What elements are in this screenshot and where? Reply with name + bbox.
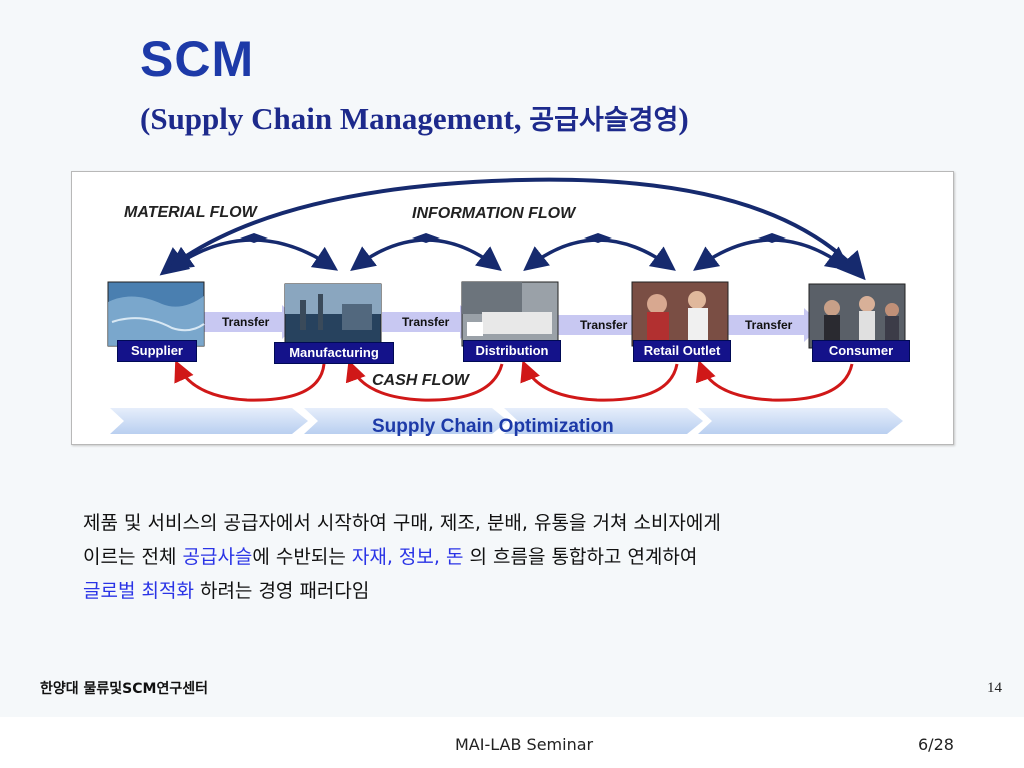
distribution-photo (461, 281, 559, 347)
supply-chain-diagram: MATERIAL FLOW INFORMATION FLOW CASH FLOW… (71, 171, 954, 445)
subtitle-english: (Supply Chain Management, (140, 101, 530, 136)
description-line-1: 제품 및 서비스의 공급자에서 시작하여 구매, 제조, 분배, 유통을 거쳐 … (83, 512, 721, 534)
node-retail-outlet: Retail Outlet (633, 340, 731, 362)
transfer-arrow-1 (202, 305, 300, 339)
description-text-span: 의 흐름을 통합하고 연계하여 (463, 546, 698, 568)
optimization-band-3 (504, 408, 703, 434)
retail-outlet-photo (631, 281, 729, 347)
info-arrowheads-3 (584, 233, 612, 243)
node-consumer: Consumer (812, 340, 910, 362)
info-arrowheads-2 (412, 233, 440, 243)
description-text: 제품 및 서비스의 공급자에서 시작하여 구매, 제조, 분배, 유통을 거쳐 … (83, 506, 983, 608)
manufacturing-photo (284, 283, 382, 349)
footer-organization: 한양대 물류및SCM연구센터 (40, 681, 208, 697)
optimization-band-2 (304, 408, 508, 434)
optimization-label: Supply Chain Optimization (372, 416, 614, 437)
node-manufacturing: Manufacturing (274, 342, 394, 364)
highlight-supply-chain: 공급사슬 (182, 546, 253, 568)
cash-arrow-4 (695, 360, 854, 402)
footer-page-number: 14 (987, 680, 1002, 696)
slide-counter: 6/28 (918, 735, 954, 754)
subtitle-close: ) (678, 101, 689, 136)
cash-flow-label: CASH FLOW (372, 372, 469, 389)
transfer-label-4: Transfer (745, 318, 793, 332)
optimization-band-4 (698, 408, 903, 434)
cash-arrow-1 (174, 360, 326, 402)
node-distribution: Distribution (463, 340, 561, 362)
slide: SCM (Supply Chain Management, 공급사슬경영) (40, 31, 1002, 697)
transfer-label-3: Transfer (580, 318, 628, 332)
transfer-arrow-2 (382, 305, 478, 339)
cash-arrow-3 (520, 360, 679, 402)
transfer-label-2: Transfer (402, 315, 450, 329)
description-text-span: 에 수반되는 (252, 546, 352, 568)
slide-subtitle: (Supply Chain Management, 공급사슬경영) (140, 98, 689, 137)
optimization-band-1 (110, 408, 308, 434)
transfer-label-1: Transfer (222, 315, 270, 329)
information-flow-label: INFORMATION FLOW (412, 205, 576, 222)
highlight-material-info-money: 자재, 정보, 돈 (351, 546, 464, 568)
description-text-span: 이르는 전체 (83, 546, 183, 568)
transfer-arrow-3 (557, 308, 655, 342)
description-line-2: 이르는 전체 공급사슬에 수반되는 자재, 정보, 돈 의 흐름을 통합하고 연… (83, 540, 983, 574)
supplier-photo (107, 281, 205, 347)
info-arrowheads-4 (758, 233, 786, 243)
transfer-arrow-4 (727, 308, 822, 342)
cash-arrow-2 (345, 360, 504, 402)
info-arrowheads-1 (240, 233, 268, 243)
consumer-photo (808, 283, 906, 349)
slide-title: SCM (140, 31, 255, 87)
info-arrow-1 (167, 238, 339, 271)
description-text-span: 하려는 경영 패러다임 (193, 580, 370, 602)
info-arrow-3 (523, 238, 676, 272)
subtitle-korean: 공급사슬경영 (529, 105, 679, 136)
material-flow-label: MATERIAL FLOW (124, 204, 257, 221)
node-supplier: Supplier (117, 340, 197, 362)
highlight-global-optimization: 글로벌 최적화 (83, 580, 194, 602)
overarching-flow-arrow (159, 177, 866, 281)
description-line-3: 글로벌 최적화 하려는 경영 패러다임 (83, 574, 983, 608)
seminar-label: MAI-LAB Seminar (455, 735, 594, 754)
diagram-arrows (107, 177, 906, 434)
info-arrow-2 (350, 238, 502, 272)
